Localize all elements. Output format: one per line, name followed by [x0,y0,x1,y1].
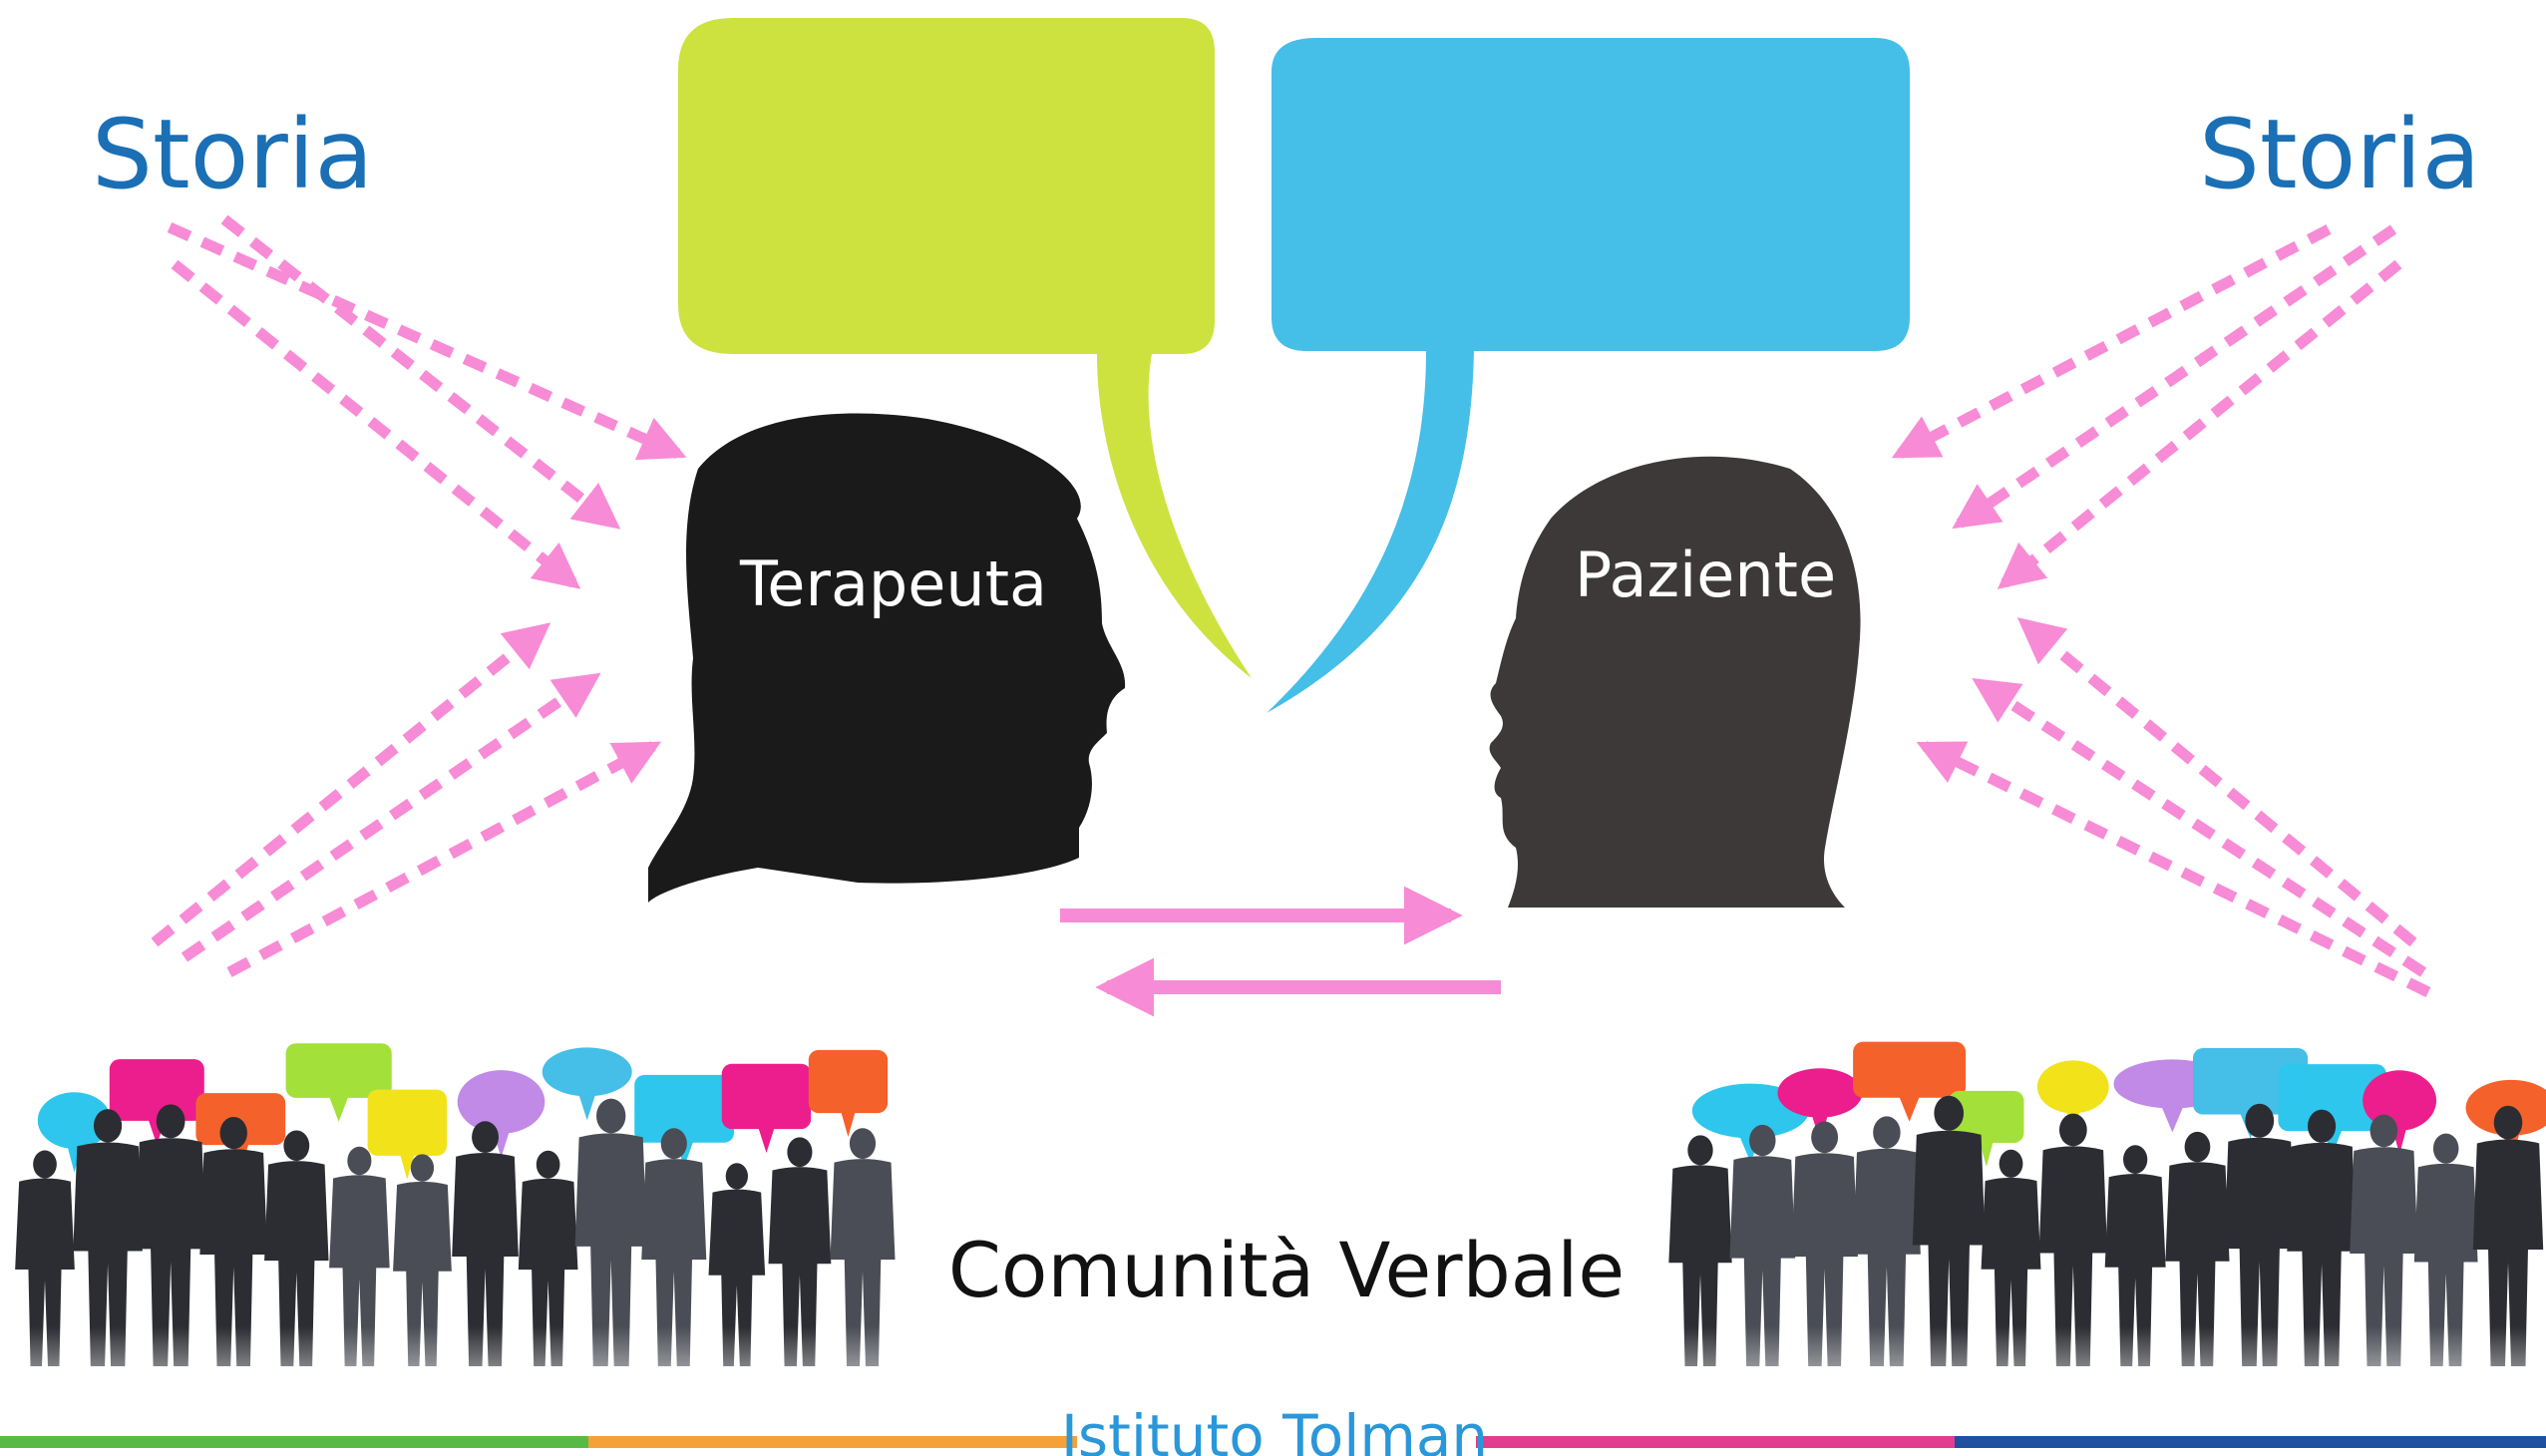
left-dotted-arrow [181,672,601,962]
crowd-person [15,1150,75,1366]
crowd-person [2165,1131,2230,1366]
crowd-person [329,1146,390,1366]
left-dotted-arrow [167,221,687,461]
crowd-person [264,1130,329,1366]
crowd-speech-bubble [285,1043,392,1122]
crowd-person [135,1104,206,1366]
istituto-tolman-brand: Istituto Tolman [1061,1402,1488,1456]
crowd-person [2104,1145,2166,1366]
crowd-person [641,1128,707,1366]
crowd-person [1981,1149,2041,1366]
footer-bar-pink [1476,1436,1955,1448]
crowd-person [199,1116,268,1366]
footer-bar-blue [1955,1436,2546,1448]
crowd-person [708,1163,766,1366]
right-crowd-illustration [1668,1041,2546,1366]
right-dotted-arrow [2016,617,2417,947]
crowd-speech-bubble [109,1059,204,1145]
crowd-speech-bubble [457,1070,546,1158]
crowd-speech-bubble [542,1047,632,1121]
right-dotted-arrow [1916,741,2431,997]
crowd-person [2413,1133,2478,1366]
crowd-person [393,1154,452,1366]
left-crowd-illustration [15,1043,896,1366]
storia-left-label: Storia [92,99,373,210]
crowd-person [768,1137,832,1366]
right-history-arrows [1891,224,2431,997]
paziente-speech-bubble [1267,38,1910,713]
right-dotted-arrow [1891,224,2332,459]
crowd-person [2350,1114,2418,1366]
crowd-person [1852,1116,1921,1366]
crowd-person [452,1121,519,1366]
terapeuta-speech-bubble [678,18,1252,678]
left-history-arrows [151,214,687,977]
footer-bar-orange [588,1436,1077,1448]
left-dotted-arrow [171,259,581,589]
crowd-person [2224,1103,2296,1366]
paziente-head-silhouette [1489,456,1861,908]
crowd-speech-bubble [1853,1041,1967,1122]
comunita-verbale-label: Comunità Verbale [948,1226,1625,1314]
crowd-speech-bubble [1949,1090,2024,1167]
terapeuta-head-silhouette [648,413,1126,903]
crowd-person [1668,1135,1732,1366]
left-dotted-arrow [226,741,662,977]
crowd-fade-right [1655,1326,2546,1426]
crowd-person [2472,1105,2544,1366]
crowd-person [73,1109,143,1366]
crowd-speech-bubble [721,1063,812,1154]
crowd-person [2287,1109,2357,1366]
crowd-person [2038,1113,2108,1366]
crowd-speech-bubble [808,1049,889,1138]
right-dotted-arrow [1997,259,2402,589]
crowd-person [518,1150,578,1366]
footer-bar-green [0,1436,588,1448]
crowd-person [1791,1121,1858,1366]
right-dotted-arrow [1972,677,2427,977]
left-dotted-arrow [220,214,621,530]
storia-right-label: Storia [2199,99,2480,210]
crowd-speech-bubble [2363,1070,2437,1155]
terapeuta-label: Terapeuta [739,547,1047,620]
crowd-person [574,1098,647,1366]
crowd-person [830,1128,896,1366]
right-dotted-arrow [1952,224,2397,530]
left-dotted-arrow [151,622,551,947]
crowd-speech-bubble [367,1089,448,1180]
crowd-person [1912,1095,1986,1366]
crowd-fade-left [0,1326,898,1426]
paziente-label: Paziente [1575,539,1836,611]
crowd-person [1729,1124,1796,1366]
